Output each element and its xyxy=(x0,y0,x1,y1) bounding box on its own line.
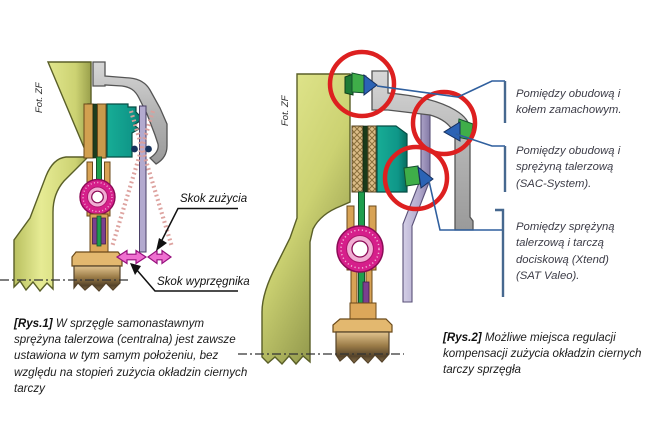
release-travel-arrow-left xyxy=(115,249,148,265)
figure2-caption: [Rys.2] Możliwe miejsca regulacji kompen… xyxy=(443,330,657,379)
wear-travel-label: Skok zużycia xyxy=(180,193,248,205)
photo-credit-2: Fot. ZF xyxy=(280,94,291,126)
highlight-circle-3 xyxy=(382,144,450,212)
spring-position-dashed-lines xyxy=(109,110,175,248)
leader-arrowhead-release xyxy=(130,263,141,275)
figure1-caption-text: W sprzęgle samonastawnym sprężyna talerz… xyxy=(14,317,248,395)
clutch-disc-lining-right xyxy=(97,103,107,159)
figure1-caption: [Rys.1] W sprzęgle samonastawnym sprężyn… xyxy=(14,316,250,397)
adjustment-label-2: Pomiędzy obudową i sprężyną talerzową (S… xyxy=(516,145,621,190)
wear-travel-arrow-right xyxy=(146,249,173,265)
hub-neck-2 xyxy=(349,302,377,321)
pressure-plate xyxy=(106,103,144,158)
disc-core-2 xyxy=(362,125,369,193)
pivot-dot-left xyxy=(131,145,138,153)
highlight-circle-2 xyxy=(410,89,478,157)
release-travel-label: Skok wyprzęgnika xyxy=(157,276,250,288)
hub-body-2 xyxy=(335,331,390,364)
clutch-disc-core xyxy=(92,103,98,159)
disc-lining-right-2 xyxy=(367,125,377,193)
figure2-caption-tag: [Rys.2] xyxy=(443,331,482,344)
release-bearing xyxy=(79,178,116,216)
hub-flange-2 xyxy=(332,318,393,333)
label-leaders xyxy=(376,80,505,231)
adjustment-marker-2 xyxy=(443,118,474,142)
adjustment-marker-3 xyxy=(403,165,434,189)
leader-arrowhead-wear xyxy=(156,238,167,251)
figure2-caption-text: Możliwe miejsca regulacji kompensacji zu… xyxy=(443,331,642,377)
flywheel xyxy=(13,61,92,293)
figure1-drawing: Fot. ZF xyxy=(0,61,238,293)
hub-spring-right xyxy=(100,217,106,245)
disc-lining-left-2 xyxy=(351,125,364,193)
fork-lower-left-2 xyxy=(350,269,358,304)
annotation-leaders xyxy=(135,207,238,292)
label-brackets xyxy=(495,81,507,297)
hub-spring-left xyxy=(92,217,98,245)
release-bearing-2 xyxy=(336,225,384,273)
hub-shaft-green xyxy=(96,215,102,247)
adjustment-label-3: Pomiędzy sprężyną talerzową i tarczą doc… xyxy=(516,221,615,283)
flywheel-2 xyxy=(261,73,351,366)
photo-credit-1: Fot. ZF xyxy=(34,81,45,113)
adjustment-label-1: Pomiędzy obudową i kołem zamachowym. xyxy=(516,88,622,117)
figure1-caption-tag: [Rys.1] xyxy=(14,317,53,330)
diaphragm-spring xyxy=(139,105,147,253)
adjustment-marker-1 xyxy=(344,72,378,97)
hub-body xyxy=(73,265,121,292)
hub-flange xyxy=(71,251,123,267)
clutch-cover-housing xyxy=(92,61,168,165)
highlight-circle-1 xyxy=(327,49,397,119)
figure2-drawing: Fot. ZF xyxy=(238,49,507,366)
pivot-dot-right xyxy=(145,145,152,153)
clutch-disc-lining-left xyxy=(83,103,94,159)
hub-spring-2 xyxy=(362,281,370,304)
